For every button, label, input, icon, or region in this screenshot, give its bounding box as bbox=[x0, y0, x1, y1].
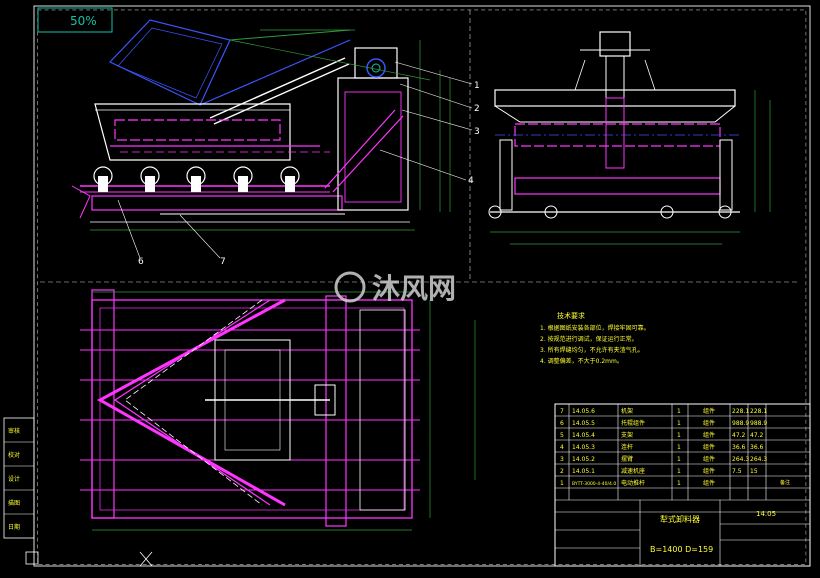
balloon-7: 7 bbox=[220, 257, 226, 267]
bom-cell-mat: 组件 bbox=[703, 467, 715, 475]
bom-cell-mat: 组件 bbox=[703, 407, 715, 415]
note-line-2: 2. 按规范进行调试，保证运行正常。 bbox=[540, 335, 638, 343]
plan-view bbox=[80, 289, 476, 531]
bom-cell-qty: 1 bbox=[677, 456, 681, 463]
drawing-no: 14.05 bbox=[756, 510, 776, 518]
bom-cell-code: BYTT-3000-4-40/4.0 bbox=[572, 481, 616, 487]
bom-cell-code: 14.05.3 bbox=[572, 444, 595, 451]
revision-strip: 审核 校对 设计 描图 日期 bbox=[3, 417, 153, 567]
motor-top bbox=[599, 31, 631, 57]
balloon-1: 1 bbox=[474, 81, 480, 91]
bom-cell-name: 机架 bbox=[621, 407, 633, 415]
bom-cell-name: 连杆 bbox=[621, 443, 633, 451]
support-tower bbox=[337, 77, 409, 211]
balloon-2: 2 bbox=[474, 104, 480, 114]
bom-cell-no: 6 bbox=[560, 420, 564, 427]
bom-cell-mat: 组件 bbox=[703, 443, 715, 451]
spec-text: B=1400 D=159 bbox=[650, 545, 713, 554]
balloon-3: 3 bbox=[474, 127, 480, 137]
bom-cell-name: 托辊组件 bbox=[621, 419, 645, 427]
bom-cell-code: 14.05.1 bbox=[572, 468, 595, 475]
balloon-4: 4 bbox=[468, 176, 474, 186]
bom-cell-no: 5 bbox=[560, 432, 564, 439]
bom-cell-w2: 47.2 bbox=[750, 432, 764, 439]
side-label-1: 审核 bbox=[8, 427, 20, 435]
bom-cell-no: 4 bbox=[560, 444, 564, 451]
watermark-text: 沐风网 bbox=[372, 272, 456, 305]
bom-cell-w1: 47.2 bbox=[732, 432, 746, 439]
bom-cell-qty: 1 bbox=[677, 420, 681, 427]
bom-cell-w1: 36.6 bbox=[732, 444, 746, 451]
side-label-5: 日期 bbox=[8, 523, 20, 531]
outer-frame bbox=[33, 5, 811, 567]
bom-cell-mat: 组件 bbox=[703, 419, 715, 427]
base-frame bbox=[91, 195, 343, 211]
bom-cell-no: 2 bbox=[560, 468, 564, 475]
bom-cell-no: 3 bbox=[560, 456, 564, 463]
watermark: 沐风网 bbox=[334, 271, 456, 305]
bom-cell-w2: 988.9 bbox=[750, 420, 767, 427]
bom-cell-qty: 1 bbox=[677, 480, 681, 487]
front-view bbox=[71, 19, 473, 259]
bom-cell-mat: 组件 bbox=[703, 431, 715, 439]
note-line-3: 3. 所有焊缝均匀，不允许有夹渣气孔。 bbox=[540, 346, 644, 354]
note-line-1: 1. 根据图纸安装各部位，焊接牢固可靠。 bbox=[540, 324, 650, 332]
bom-cell-no: 1 bbox=[560, 480, 564, 487]
bom-cell-mat: 组件 bbox=[703, 479, 715, 487]
balloon-labels: 1 2 3 4 6 7 bbox=[138, 81, 480, 267]
bom-cell-w1: 988.9 bbox=[732, 420, 749, 427]
bom-cell-w1: 228.1 bbox=[732, 408, 749, 415]
scale-label: 50% bbox=[70, 14, 97, 28]
inner-dashed-frame bbox=[37, 9, 807, 565]
plan-rails bbox=[80, 329, 420, 491]
title-name: 犁式卸料器 bbox=[660, 514, 700, 524]
scale-box bbox=[37, 7, 113, 33]
bom-cell-qty: 1 bbox=[677, 408, 681, 415]
plough-ghost-outline bbox=[108, 19, 231, 106]
bom-cell-w2: 15 bbox=[750, 468, 758, 475]
bom-cell-name: 减速机座 bbox=[621, 467, 645, 475]
note-line-4: 4. 调整偏差，不大于0.2mm。 bbox=[540, 357, 623, 365]
bom-cell-w1: 7.5 bbox=[732, 468, 742, 475]
bom-cell-no: 7 bbox=[560, 408, 564, 415]
bom-cell-name: 电动推杆 bbox=[621, 479, 645, 487]
bom-cell-w2: 228.1 bbox=[750, 408, 767, 415]
plough-blade-v bbox=[96, 298, 286, 507]
bom-cell-code: 14.05.4 bbox=[572, 432, 595, 439]
bom-cell-name: 摆臂 bbox=[621, 455, 633, 463]
hopper-outline bbox=[94, 103, 291, 161]
bom-cell-qty: 1 bbox=[677, 432, 681, 439]
balloon-6: 6 bbox=[138, 257, 144, 267]
belt-section bbox=[114, 119, 281, 141]
side-base bbox=[514, 177, 721, 195]
bom-cell-name: 支架 bbox=[621, 431, 633, 439]
bom-cell-w2: 36.6 bbox=[750, 444, 764, 451]
ucs-box bbox=[25, 551, 39, 565]
bom-cell-w2: 264.3 bbox=[750, 456, 767, 463]
bom-cell-qty: 1 bbox=[677, 444, 681, 451]
side-label-2: 校对 bbox=[8, 451, 20, 459]
bom-cell-code: 14.05.2 bbox=[572, 456, 595, 463]
bom-cell-qty: 1 bbox=[677, 468, 681, 475]
bom-table bbox=[554, 403, 811, 567]
bom-cell-code: 14.05.6 bbox=[572, 408, 595, 415]
technical-notes: 技术要求 1. 根据图纸安装各部位，焊接牢固可靠。 2. 按规范进行调试，保证运… bbox=[540, 311, 650, 365]
bom-cell-mat: 组件 bbox=[703, 455, 715, 463]
gearbox bbox=[354, 47, 398, 79]
notes-title: 技术要求 bbox=[557, 311, 585, 320]
bom-cell-code: 14.05.5 bbox=[572, 420, 595, 427]
bom-header-right: 备注 bbox=[780, 479, 790, 486]
side-view bbox=[488, 31, 771, 245]
side-label-3: 设计 bbox=[8, 475, 20, 483]
side-label-4: 描图 bbox=[8, 499, 20, 507]
bom-cell-w1: 264.3 bbox=[732, 456, 749, 463]
dimension-lines bbox=[90, 29, 451, 231]
